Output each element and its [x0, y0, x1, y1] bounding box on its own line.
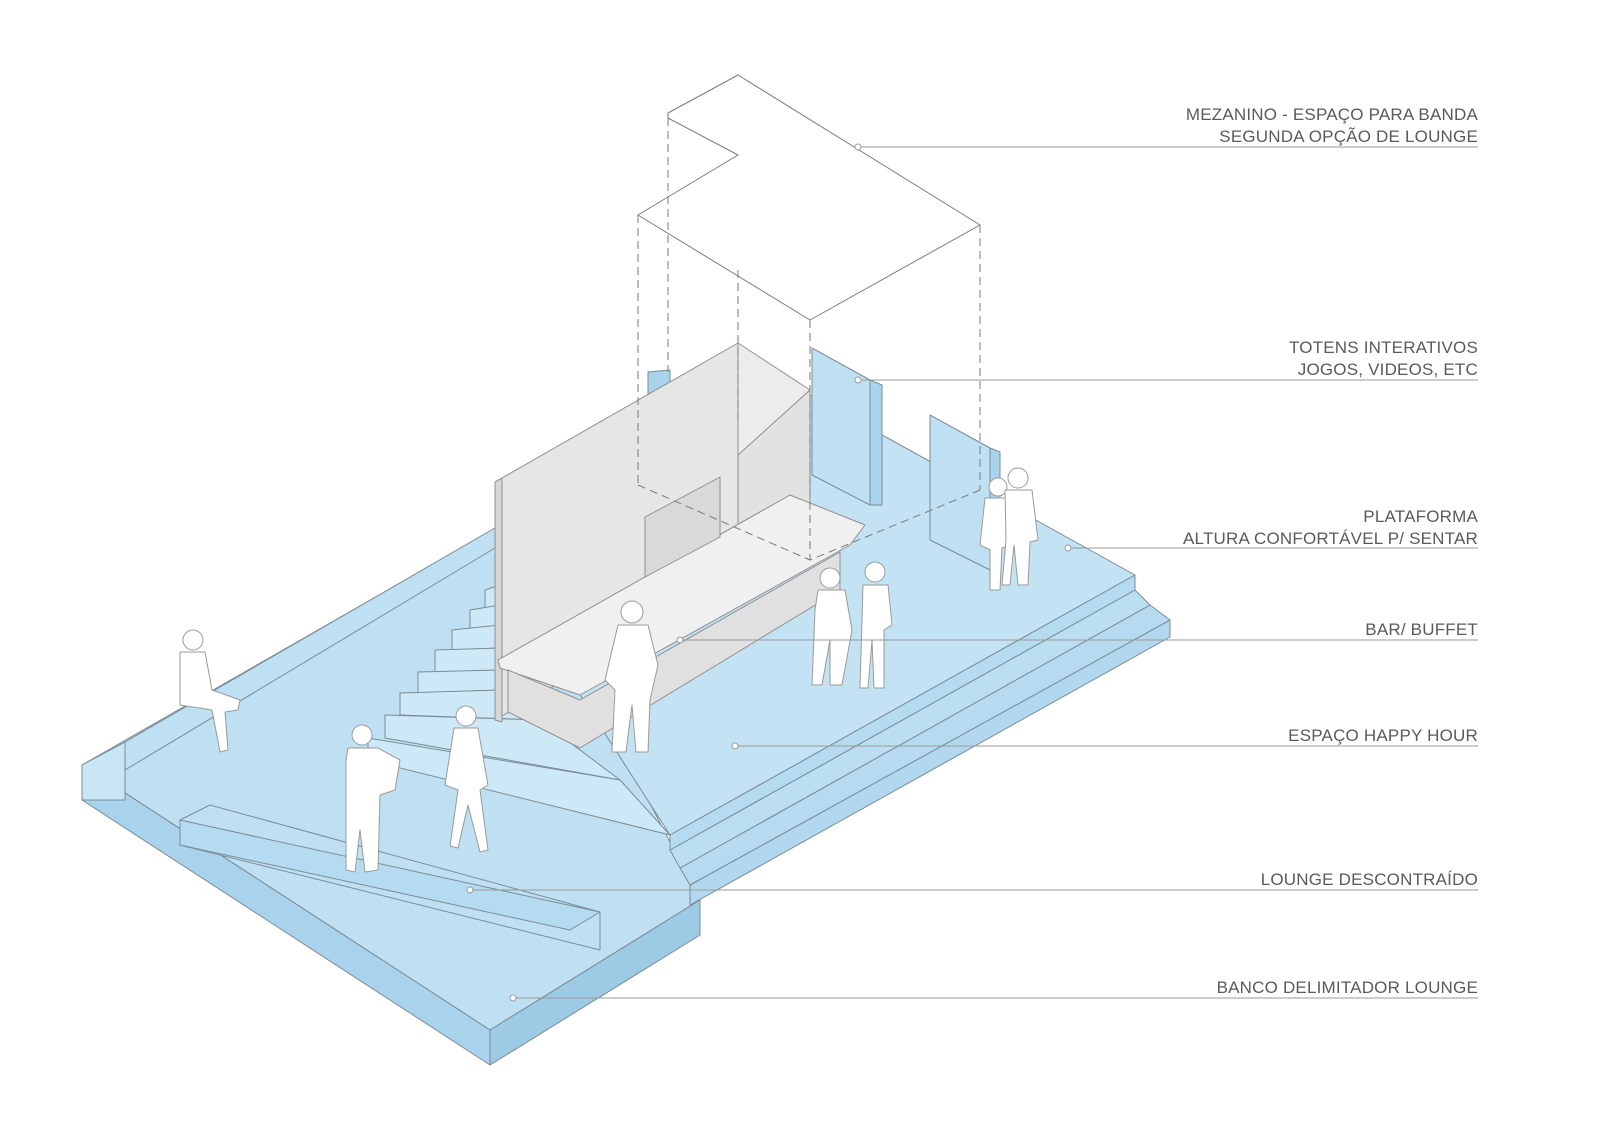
leader-dot-happy [731, 742, 739, 750]
bench-top [81, 741, 126, 801]
bar-main-wall-edge [494, 477, 503, 723]
label-lounge-line1: LOUNGE DESCONTRAÍDO [1260, 870, 1478, 889]
stair-4 [434, 647, 501, 673]
person-couple-right [979, 467, 1039, 591]
bar-counter-top [497, 494, 866, 696]
person-bar [604, 600, 659, 753]
label-banco: BANCO DELIMITADOR LOUNGE [1058, 977, 1478, 999]
person-walking [444, 705, 489, 853]
leader-dot-mezanino [854, 143, 862, 151]
bar-display [644, 476, 721, 578]
label-happy-hour-line1: ESPAÇO HAPPY HOUR [1288, 726, 1478, 745]
leader-lines [466, 143, 1478, 1002]
label-mezanino-line2: SEGUNDA OPÇÃO DE LOUNGE [1219, 127, 1478, 146]
totem-center-side [869, 379, 883, 506]
leader-dot-totens [854, 376, 862, 384]
leader-dot-bar [676, 636, 684, 644]
label-plataforma: PLATAFORMA ALTURA CONFORTÁVEL P/ SENTAR [1058, 506, 1478, 550]
label-happy-hour: ESPAÇO HAPPY HOUR [1058, 725, 1478, 747]
label-totens: TOTENS INTERATIVOS JOGOS, VIDEOS, ETC [1058, 337, 1478, 381]
stair-5 [417, 669, 501, 694]
mezzanine-projection [637, 118, 981, 561]
label-mezanino-line1: MEZANINO - ESPAÇO PARA BANDA [1185, 105, 1478, 124]
leader-dot-plataforma [1064, 544, 1072, 552]
mezzanine-slab [637, 74, 981, 321]
leader-dot-banco [509, 994, 517, 1002]
label-plataforma-line2: ALTURA CONFORTÁVEL P/ SENTAR [1183, 529, 1478, 548]
label-totens-line2: JOGOS, VIDEOS, ETC [1297, 360, 1478, 379]
label-lounge: LOUNGE DESCONTRAÍDO [1058, 869, 1478, 891]
mezzanine [637, 74, 981, 561]
label-banco-line1: BANCO DELIMITADOR LOUNGE [1216, 978, 1478, 997]
label-plataforma-line1: PLATAFORMA [1363, 507, 1478, 526]
person-couple [811, 561, 893, 689]
platform-front [669, 574, 1136, 851]
label-totens-line1: TOTENS INTERATIVOS [1288, 338, 1478, 357]
label-bar-line1: BAR/ BUFFET [1365, 620, 1478, 639]
stair-3 [451, 624, 501, 651]
person-seated [179, 629, 241, 753]
label-bar: BAR/ BUFFET [1058, 619, 1478, 641]
label-mezanino: MEZANINO - ESPAÇO PARA BANDA SEGUNDA OPÇ… [1058, 104, 1478, 148]
people [179, 467, 1039, 873]
bench-lower [179, 819, 601, 931]
lounge-side-right [489, 899, 701, 1066]
leader-dot-lounge [466, 886, 474, 894]
bar-structure [494, 342, 866, 749]
person-tablet [345, 724, 401, 873]
